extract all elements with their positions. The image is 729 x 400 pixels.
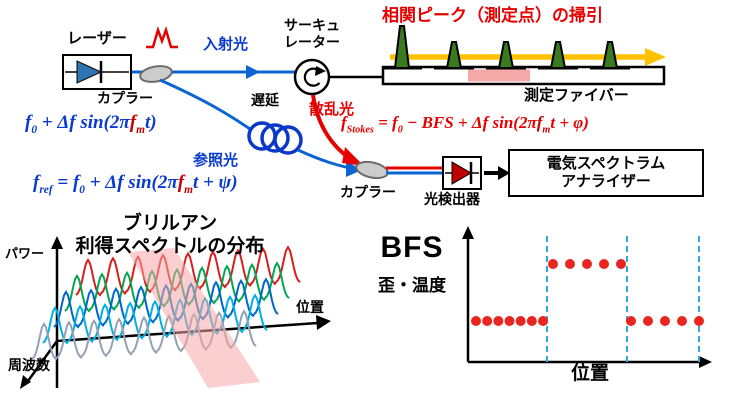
bfs-data-dot	[493, 316, 504, 326]
bfs-data-dot	[599, 259, 609, 269]
bfs-subtitle: 歪・温度	[378, 276, 446, 295]
bfs-data-dot	[471, 316, 481, 326]
spectra-title-line1: ブリルアン	[122, 213, 218, 234]
fiber-label: 測定ファイバー	[524, 87, 629, 104]
circulator-label-line2: レーター	[284, 33, 340, 50]
correlation-peaks	[382, 25, 630, 70]
pd-to-esa-arrow	[484, 166, 510, 180]
spectra-title: ブリルアン 利得スペクトルの分布	[56, 213, 284, 259]
formula-stokes: fStokes = f0 − BFS + Δf sin(2πfmt + φ)	[341, 113, 589, 136]
circular-arrow-icon	[303, 67, 321, 87]
esa-label-line2: アナライザー	[561, 173, 651, 190]
position-axis-label-right: 位置	[570, 363, 609, 384]
coupler-2	[355, 160, 389, 180]
spectra-highlight-band	[128, 248, 260, 388]
bfs-data-dot	[482, 316, 493, 326]
bfs-data-dot	[515, 316, 526, 326]
bfs-data-dot	[660, 316, 670, 326]
photodetector-box	[442, 156, 482, 190]
photodiode-icon	[445, 161, 479, 185]
correlation-peak	[549, 41, 567, 69]
bfs-data-dot	[677, 316, 687, 326]
spectra-row	[42, 293, 268, 345]
incident-light-label: 入射光	[203, 36, 249, 53]
bfs-data-dot	[582, 259, 592, 269]
circulator	[293, 58, 331, 96]
spectra-row	[31, 309, 257, 361]
correlation-peak	[393, 25, 411, 69]
coupler-to-detector-lines	[386, 166, 442, 175]
sweep-arrow	[390, 48, 666, 66]
correlation-peak	[497, 41, 515, 69]
reference-light-label: 参照光	[193, 152, 239, 169]
bfs-data-dot	[565, 259, 575, 269]
esa-label-line1: 電気スペクトラム	[546, 155, 666, 172]
circulator-label: サーキュ レーター	[280, 17, 344, 51]
power-axis-label: パワー	[5, 246, 45, 261]
spectra-row	[75, 245, 301, 297]
measurement-fiber	[381, 65, 666, 86]
spectrum-analyzer-box: 電気スペクトラム アナライザー	[508, 149, 704, 197]
delay-label: 遅延	[251, 92, 279, 108]
formula-reference: fref = f0 + Δf sin(2πfmt + ψ)	[33, 172, 238, 196]
frequency-axis-label: 周波数	[8, 357, 50, 373]
spectra-title-line2: 利得スペクトルの分布	[75, 235, 265, 257]
bfs-data-dot	[504, 316, 515, 326]
bfs-data-dot	[538, 316, 548, 326]
reference-light-path	[159, 78, 362, 177]
coupler-1	[139, 65, 173, 83]
bfs-title: BFS	[380, 231, 444, 264]
bfs-data-dot	[643, 316, 653, 326]
correlation-peak	[601, 41, 619, 69]
laser-label: レーザー	[67, 30, 127, 47]
laser-diode-icon	[65, 60, 129, 84]
photodetector-label: 光検出器	[424, 191, 480, 207]
coupler2-label: カプラー	[340, 184, 396, 200]
bfs-plot-data	[471, 236, 704, 362]
bfs-data-dot	[626, 316, 636, 326]
laser-box	[62, 54, 132, 90]
bfs-data-dot	[616, 259, 626, 269]
correlation-peak	[445, 41, 463, 69]
bfs-data-dot	[694, 316, 704, 326]
scattered-light-label: 散乱光	[309, 101, 355, 118]
fiber-highlight-segment	[468, 69, 530, 82]
pulse-waveform-icon	[146, 25, 178, 49]
circulator-label-line1: サーキュ	[284, 17, 340, 33]
bfs-data-dot	[548, 259, 558, 269]
formula-pump: f0 + Δf sin(2πfmt)	[25, 112, 157, 136]
coupler1-label: カプラー	[97, 90, 153, 106]
bfs-data-dot	[526, 316, 537, 326]
sweep-title: 相関ピーク（測定点）の掃引	[382, 6, 603, 25]
scattered-light-path	[311, 94, 364, 166]
position-axis-label-left: 位置	[296, 299, 324, 315]
bfs-axes	[462, 226, 712, 368]
